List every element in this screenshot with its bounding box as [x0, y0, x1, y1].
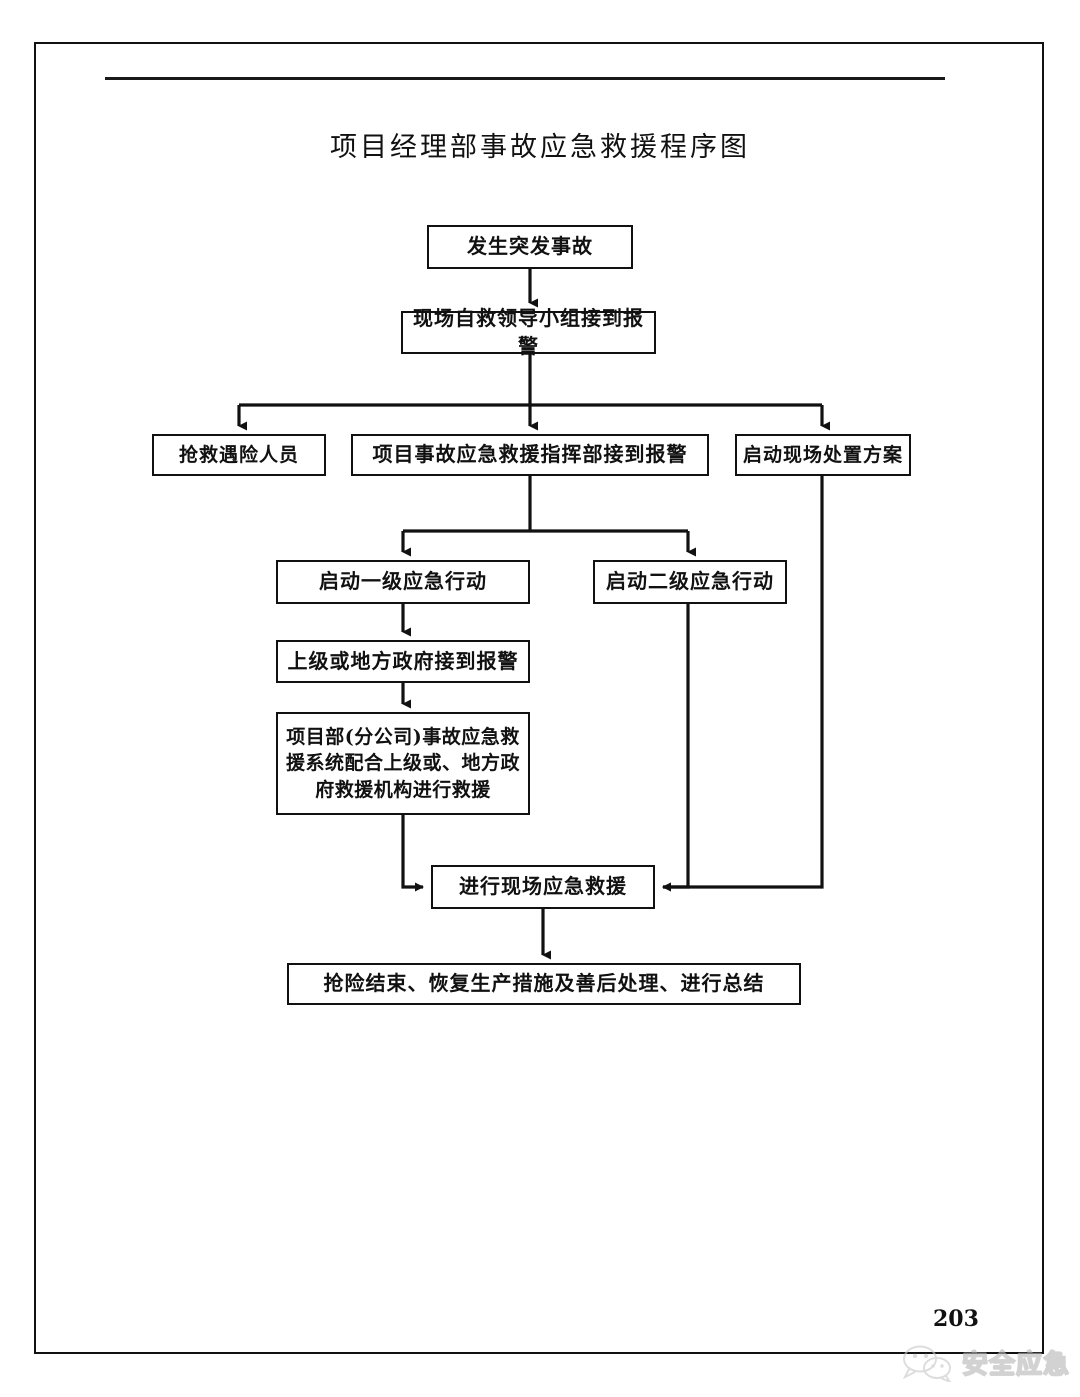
flow-node-rescue[interactable]: 抢救遇险人员 [152, 434, 326, 476]
flow-node-team[interactable]: 现场自救领导小组接到报警 [401, 306, 656, 358]
watermark-text: 安全应急 [961, 1349, 1071, 1380]
flow-node-onsite[interactable]: 启动现场处置方案 [735, 434, 911, 476]
flow-node-command[interactable]: 项目事故应急救援指挥部接到报警 [351, 434, 709, 476]
page-border [34, 42, 1044, 1354]
flow-node-execute[interactable]: 进行现场应急救援 [431, 865, 655, 909]
flow-node-system[interactable]: 项目部(分公司)事故应急救 援系统配合上级或、地方政 府救援机构进行救援 [276, 712, 530, 815]
header-rule [105, 77, 945, 80]
flow-node-finish[interactable]: 抢险结束、恢复生产措施及善后处理、进行总结 [287, 963, 801, 1005]
page-number: 203 [933, 1306, 979, 1332]
flow-node-level2[interactable]: 启动二级应急行动 [593, 560, 787, 604]
wechat-bubble-icon [902, 1345, 952, 1382]
page-title: 项目经理部事故应急救援程序图 [330, 132, 750, 163]
watermark: 安全应急 [896, 1337, 1080, 1387]
flow-node-level1[interactable]: 启动一级应急行动 [276, 560, 530, 604]
flow-node-start[interactable]: 发生突发事故 [427, 225, 633, 269]
flow-node-government[interactable]: 上级或地方政府接到报警 [276, 640, 530, 683]
